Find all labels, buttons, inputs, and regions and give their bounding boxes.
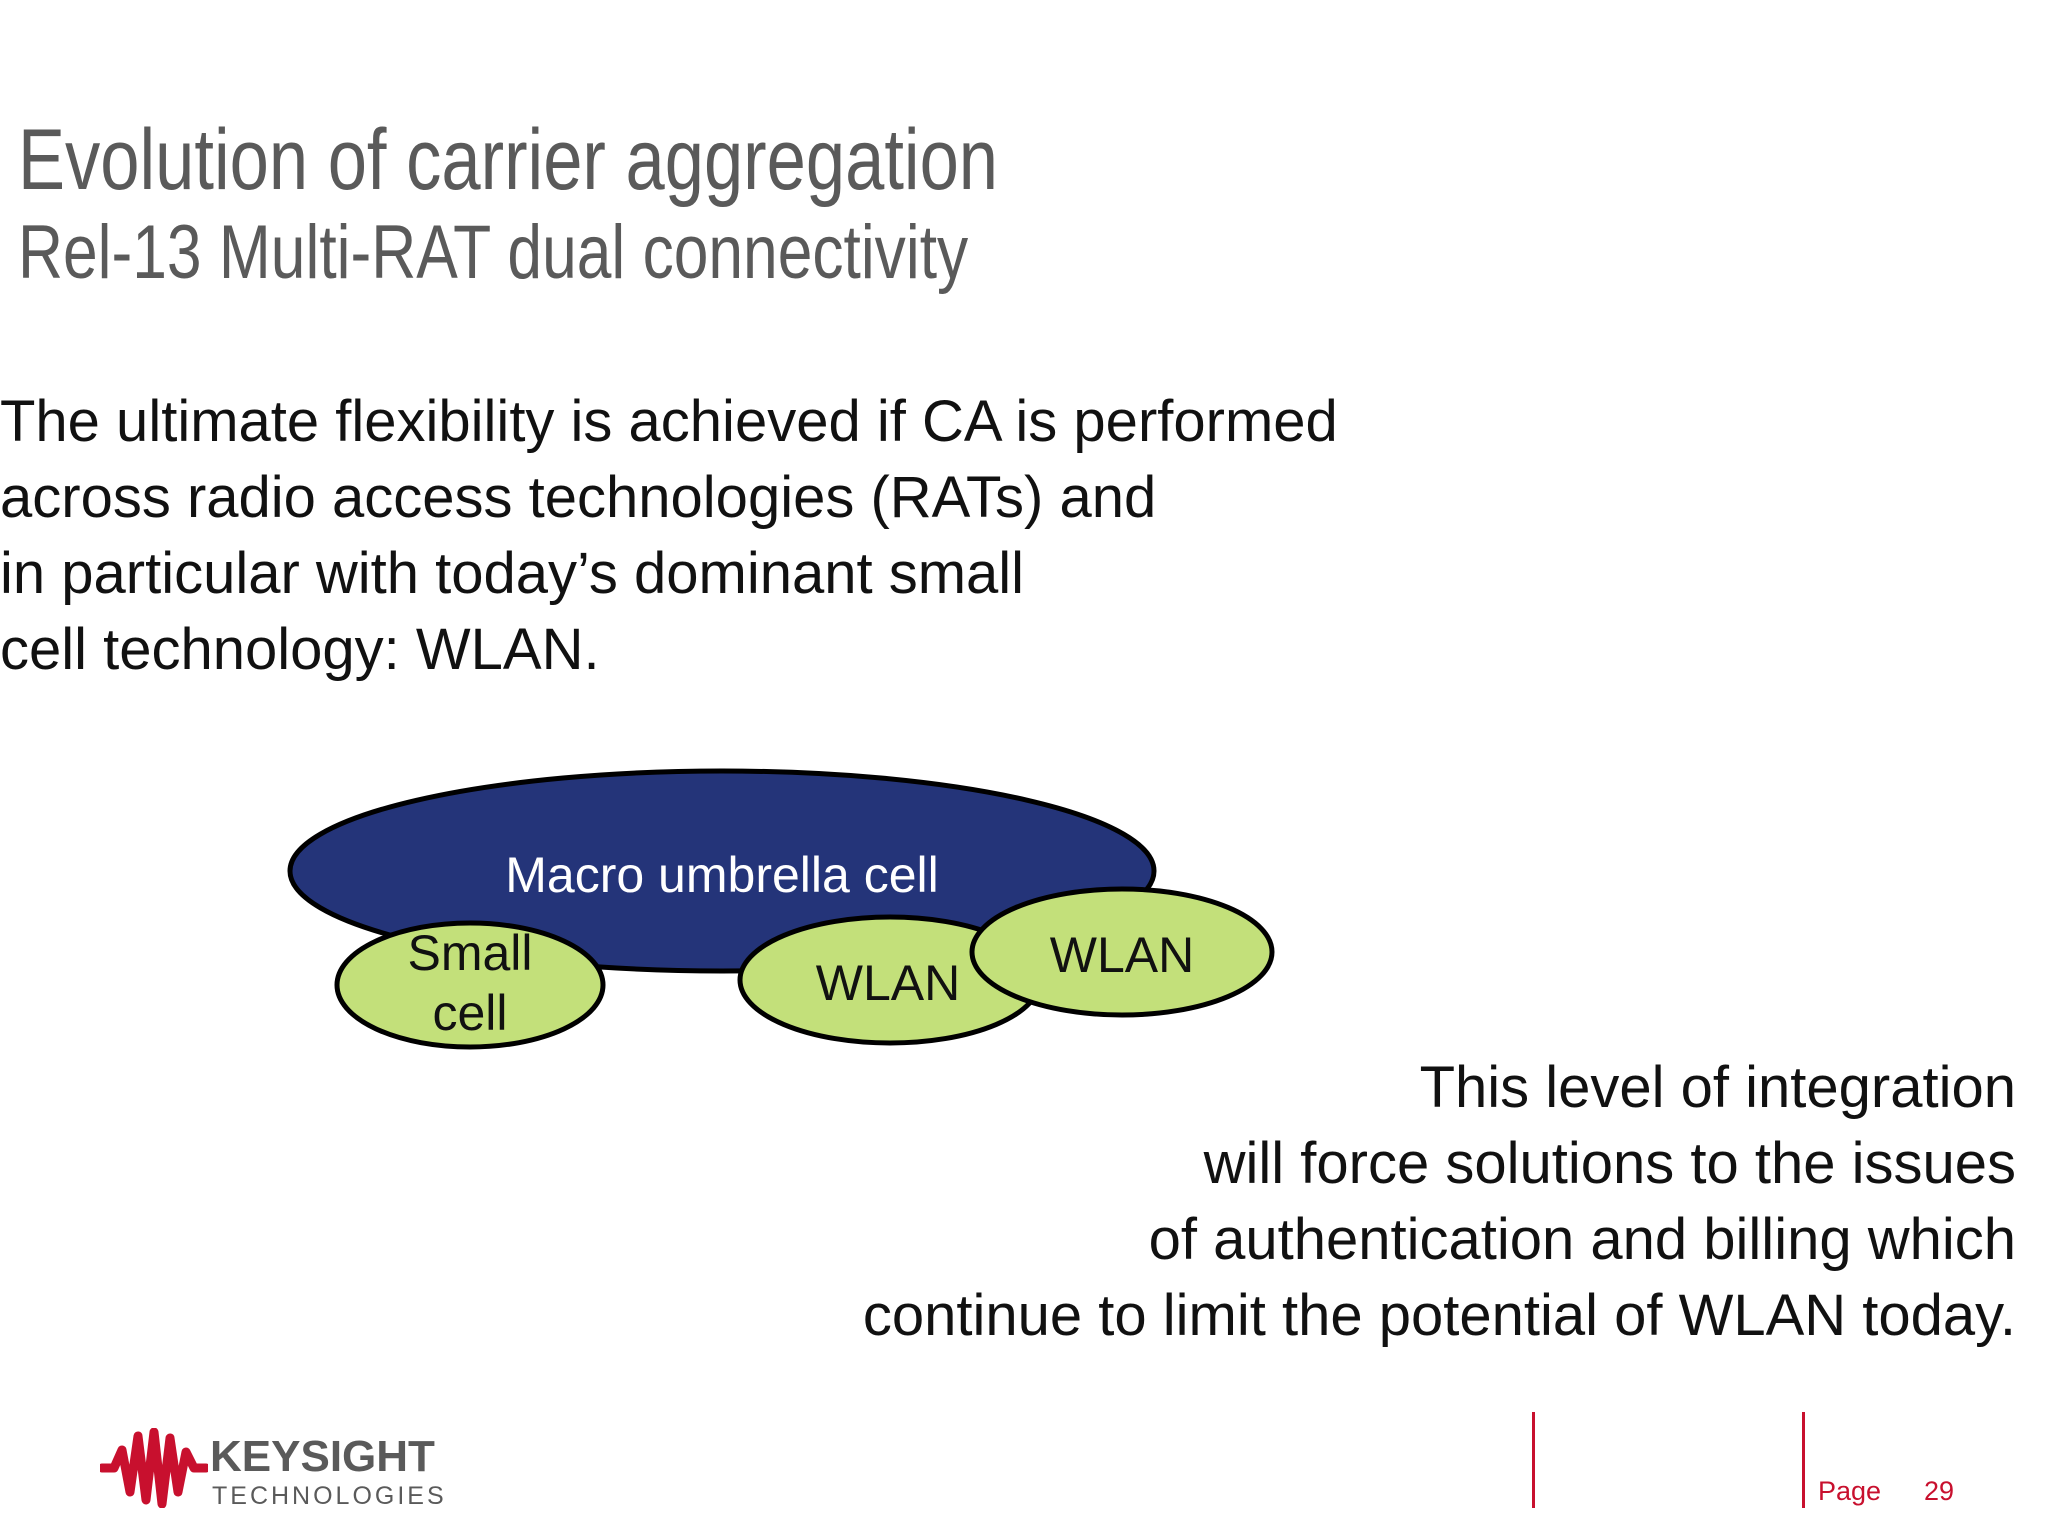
- conclusion-paragraph: This level of integration will force sol…: [863, 1050, 2016, 1354]
- keysight-logo: KEYSIGHT TECHNOLOGIES: [100, 1428, 460, 1518]
- slide-subtitle: Rel-13 Multi-RAT dual connectivity: [18, 210, 969, 295]
- slide-title: Evolution of carrier aggregation: [18, 112, 999, 208]
- intro-line: across radio access technologies (RATs) …: [0, 465, 1157, 530]
- intro-line: in particular with today’s dominant smal…: [0, 541, 1025, 606]
- page-label: Page: [1818, 1476, 1882, 1506]
- intro-line: cell technology: WLAN.: [0, 617, 600, 682]
- conclusion-line: continue to limit the potential of WLAN …: [862, 1283, 2016, 1348]
- wlan-cell-right: [969, 886, 1275, 1018]
- macro-cell-label: Macro umbrella cell: [505, 847, 938, 903]
- intro-line: The ultimate flexibility is achieved if …: [0, 389, 1338, 454]
- intro-paragraph: The ultimate flexibility is achieved if …: [0, 384, 1500, 688]
- brand-name: KEYSIGHT: [210, 1432, 435, 1481]
- page-number: 29: [1924, 1476, 1955, 1506]
- small-cell: [334, 920, 606, 1050]
- wlan-cell-right-label: WLAN: [1050, 927, 1194, 983]
- keysight-wave-icon: [100, 1428, 208, 1508]
- brand-tagline: TECHNOLOGIES: [212, 1482, 447, 1510]
- small-cell-label-line2: cell: [432, 985, 507, 1041]
- conclusion-line: This level of integration: [1419, 1055, 2016, 1120]
- wlan-cell-left-label: WLAN: [816, 955, 960, 1011]
- conclusion-line: of authentication and billing which: [1148, 1207, 2016, 1272]
- conclusion-line: will force solutions to the issues: [1203, 1131, 2016, 1196]
- footer-divider-left: [1532, 1412, 1535, 1508]
- small-cell-label-line1: Small: [407, 925, 532, 981]
- footer-divider-right: [1802, 1412, 1805, 1508]
